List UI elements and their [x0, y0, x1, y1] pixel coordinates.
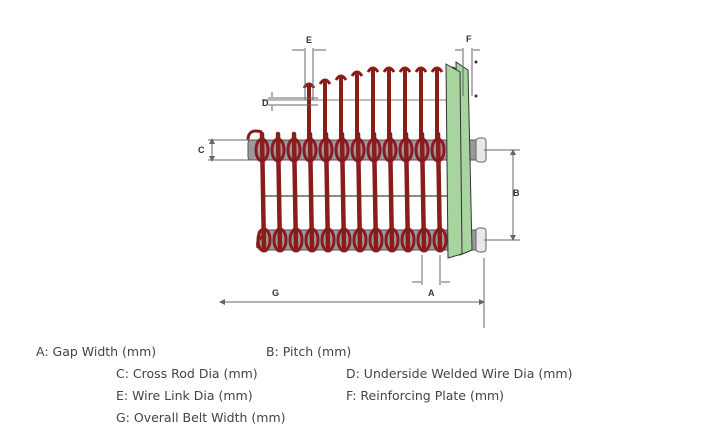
reinforcing-plates: [445, 61, 473, 259]
wire-link-loop: [288, 227, 304, 253]
legend-pitch: B: Pitch (mm): [266, 344, 352, 359]
wire-link: [371, 131, 379, 253]
wire-link: [291, 131, 299, 253]
wire-link: [259, 131, 267, 253]
wire-link-loop: [416, 227, 432, 253]
wire-link-loop: [430, 137, 446, 163]
wire-link: [355, 131, 363, 253]
wire-link-loop: [286, 137, 302, 163]
wire-link-loop: [320, 227, 336, 253]
rear-link-hook: [334, 74, 348, 81]
rear-link-hook: [430, 66, 444, 73]
legend-underside-welded-wire-dia: D: Underside Welded Wire Dia (mm): [346, 366, 573, 381]
wire-link-loop: [318, 137, 334, 163]
wire-link-loop: [270, 137, 286, 163]
wire-link-loop: [366, 137, 382, 163]
wire-link-loop: [272, 227, 288, 253]
legend-reinforcing-plate: F: Reinforcing Plate (mm): [346, 388, 505, 403]
wire-link: [419, 131, 427, 253]
rear-link-hook: [350, 70, 364, 77]
wire-link-loop: [368, 227, 384, 253]
wire-link: [275, 131, 283, 253]
wire-link-loop: [302, 137, 318, 163]
legend-wire-link-dia: E: Wire Link Dia (mm): [116, 388, 253, 403]
wire-link-loop: [398, 137, 414, 163]
wire-link-loop: [414, 137, 430, 163]
rear-link-hook: [414, 66, 428, 73]
wire-link-loop: [382, 137, 398, 163]
dim-label-f: F: [466, 34, 472, 44]
wire-link-loop: [400, 227, 416, 253]
wire-links: [246, 129, 448, 253]
wire-link-loop: [254, 137, 270, 163]
legend-cross-rod-dia: C: Cross Rod Dia (mm): [116, 366, 258, 381]
wire-link-loop: [352, 227, 368, 253]
wire-link: [435, 131, 443, 253]
wire-link: [307, 131, 315, 253]
wire-link-edge: [256, 234, 265, 249]
dim-f-dot: [474, 60, 478, 64]
wire-link-edge: [246, 129, 263, 141]
wire-link-loop: [432, 227, 448, 253]
dim-label-b: B: [513, 188, 520, 198]
wire-link: [387, 131, 395, 253]
dim-label-c: C: [198, 145, 205, 155]
dim-label-e: E: [306, 35, 312, 45]
wire-link-loop: [336, 227, 352, 253]
dimension-lines: [208, 48, 520, 328]
wire-link: [403, 131, 411, 253]
rear-link-hook: [398, 66, 412, 73]
dim-f-dot: [474, 94, 478, 98]
dim-label-a: A: [428, 288, 435, 298]
wire-link-loop: [334, 137, 350, 163]
legend-overall-belt-width: G: Overall Belt Width (mm): [116, 410, 286, 425]
dim-label-d: D: [262, 98, 269, 108]
wire-link-loop: [384, 227, 400, 253]
rear-link-hook: [366, 66, 380, 73]
wire-link-loop: [350, 137, 366, 163]
reinforcing-plate-front: [445, 63, 463, 259]
wire-link: [323, 131, 331, 253]
rear-link-hook: [318, 78, 332, 85]
rear-link-hook: [382, 66, 396, 73]
wire-link-loop: [304, 227, 320, 253]
wire-link: [339, 131, 347, 253]
dim-label-g: G: [272, 288, 279, 298]
legend-gap-width: A: Gap Width (mm): [36, 344, 157, 359]
